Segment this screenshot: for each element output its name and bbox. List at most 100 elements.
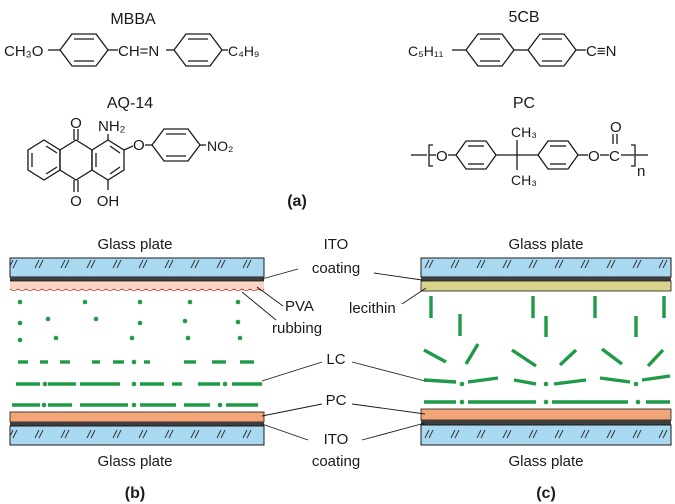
ito-coating-bottom-c <box>421 420 671 425</box>
lc-molecule-end-on <box>17 337 23 343</box>
lc-molecule-end-on <box>222 381 228 387</box>
glass-plate-top-label-b: Glass plate <box>97 236 172 253</box>
lc-molecule-rod <box>641 374 671 382</box>
molecule-mbba: MBBA CH₃O CH=N C₄H₉ <box>4 11 260 67</box>
panel-label-c: (c) <box>536 485 556 502</box>
pva-layer <box>10 281 264 289</box>
glass-plate-top-label-c: Glass plate <box>508 236 583 253</box>
molecule-aq14: AQ-14 O O NH₂ OH O NO₂ <box>27 95 233 210</box>
pc-ether-oxygen-left: O <box>436 148 448 165</box>
lc-molecule-rod <box>558 348 578 367</box>
lc-label: LC <box>326 351 345 368</box>
lc-molecule-rod <box>467 376 499 384</box>
leader-lc-to-c <box>351 361 426 382</box>
panel-label-b: (b) <box>125 485 145 502</box>
lc-molecule-end-on <box>543 399 549 405</box>
lc-molecule-end-on <box>17 299 23 305</box>
leader-lecithin <box>401 287 427 305</box>
lc-molecule-end-on <box>45 316 51 322</box>
glass-plate-bottom-c <box>420 424 672 446</box>
coating-label-top: coating <box>312 260 360 277</box>
molecule-5cb: 5CB C₅H₁₁ C≡N <box>408 9 616 67</box>
leader-ito-bottom-to-b <box>261 423 309 441</box>
5cb-pentyl-group: C₅H₁₁ <box>408 43 444 59</box>
pva-label: PVA <box>285 298 314 315</box>
ito-label-bottom: ITO <box>324 431 349 448</box>
lc-molecule-end-on <box>129 335 135 341</box>
lc-molecule-rod <box>646 348 665 368</box>
molecule-pc: PC O CH₃ CH₃ O C O n <box>411 95 648 188</box>
lc-molecule-end-on <box>93 316 99 322</box>
lc-molecule-end-on <box>633 381 639 387</box>
pc-repeat-count: n <box>637 163 645 180</box>
aq14-nitro-group: NO₂ <box>207 138 233 154</box>
lc-molecule-end-on <box>237 335 243 341</box>
mbba-butyl-group: C₄H₉ <box>228 43 260 59</box>
lc-molecule-end-on <box>217 402 223 408</box>
aq14-ether-oxygen: O <box>133 137 145 154</box>
mbba-name: MBBA <box>110 11 156 28</box>
ito-coating-top-c <box>421 277 671 281</box>
lc-molecule-end-on <box>131 402 137 408</box>
leader-lc-to-b <box>261 361 323 382</box>
leader-pc-to-b <box>261 403 323 417</box>
cell-b: Glass plate Glass plate (b) <box>9 236 265 502</box>
aq14-hydroxyl-group: OH <box>97 193 120 210</box>
lc-molecule-rod <box>423 378 457 384</box>
panel-label-a: (a) <box>287 193 307 210</box>
pc-layer-label: PC <box>326 392 347 409</box>
lc-molecule-end-on <box>235 319 241 325</box>
pc-carbonyl-oxygen: O <box>610 119 622 136</box>
ito-label-top: ITO <box>324 236 349 253</box>
coating-label-bottom: coating <box>312 453 360 470</box>
lc-molecule-end-on <box>235 299 241 305</box>
pc-methyl-bottom: CH₃ <box>511 172 537 188</box>
lc-molecule-rod <box>553 378 587 386</box>
leader-coating-to-c <box>373 272 423 281</box>
glass-plate-bottom-b <box>9 425 265 446</box>
pc-layer-c <box>420 408 672 421</box>
pc-carbonyl-carbon: C <box>609 148 620 165</box>
pva-rubbed-surface <box>9 288 265 291</box>
lc-molecule-end-on <box>17 320 23 326</box>
lc-molecule-rod <box>464 343 480 365</box>
lc-molecule-end-on <box>185 335 191 341</box>
lc-molecule-rod <box>600 347 624 366</box>
lc-molecule-end-on <box>131 359 137 365</box>
lc-molecule-end-on <box>137 299 143 305</box>
aq14-name: AQ-14 <box>107 95 153 112</box>
lc-molecule-rod <box>423 348 447 364</box>
lc-molecules-b <box>12 299 262 408</box>
lc-molecules-c <box>423 296 671 405</box>
5cb-nitrile-group: C≡N <box>586 43 616 60</box>
lc-molecule-end-on <box>182 318 188 324</box>
lc-molecule-end-on <box>131 381 137 387</box>
lc-molecule-end-on <box>459 381 465 387</box>
leader-ito-bottom-to-c <box>361 422 426 441</box>
aq14-bottom-oxygen: O <box>70 193 82 210</box>
lecithin-layer <box>420 280 672 292</box>
lc-molecule-end-on <box>53 335 59 341</box>
lc-molecule-end-on <box>137 320 143 326</box>
lc-molecule-end-on <box>543 381 549 387</box>
leader-pva <box>256 286 284 307</box>
5cb-name: 5CB <box>508 9 539 26</box>
lc-molecule-rod <box>511 348 537 368</box>
aq14-top-oxygen: O <box>70 115 82 132</box>
pc-layer-b <box>9 411 265 423</box>
cell-c: Glass plate Glass plate (c) <box>420 236 672 502</box>
lc-molecule-end-on <box>41 402 47 408</box>
callouts: ITO coating PVA rubbing lecithin LC PC I… <box>241 236 427 470</box>
leader-rubbing <box>241 291 277 321</box>
mbba-methoxy-group: CH₃O <box>4 43 43 60</box>
mbba-imine-linker: CH=N <box>118 43 159 60</box>
glass-plate-bottom-label-c: Glass plate <box>508 453 583 470</box>
lc-molecule-end-on <box>42 381 48 387</box>
ito-coating-bottom-b <box>10 422 264 426</box>
leader-pc-to-c <box>351 403 426 415</box>
lc-molecule-end-on <box>459 399 465 405</box>
pc-ether-oxygen-right: O <box>588 148 600 165</box>
glass-plate-top-c <box>420 257 672 278</box>
lecithin-label: lecithin <box>349 300 396 317</box>
